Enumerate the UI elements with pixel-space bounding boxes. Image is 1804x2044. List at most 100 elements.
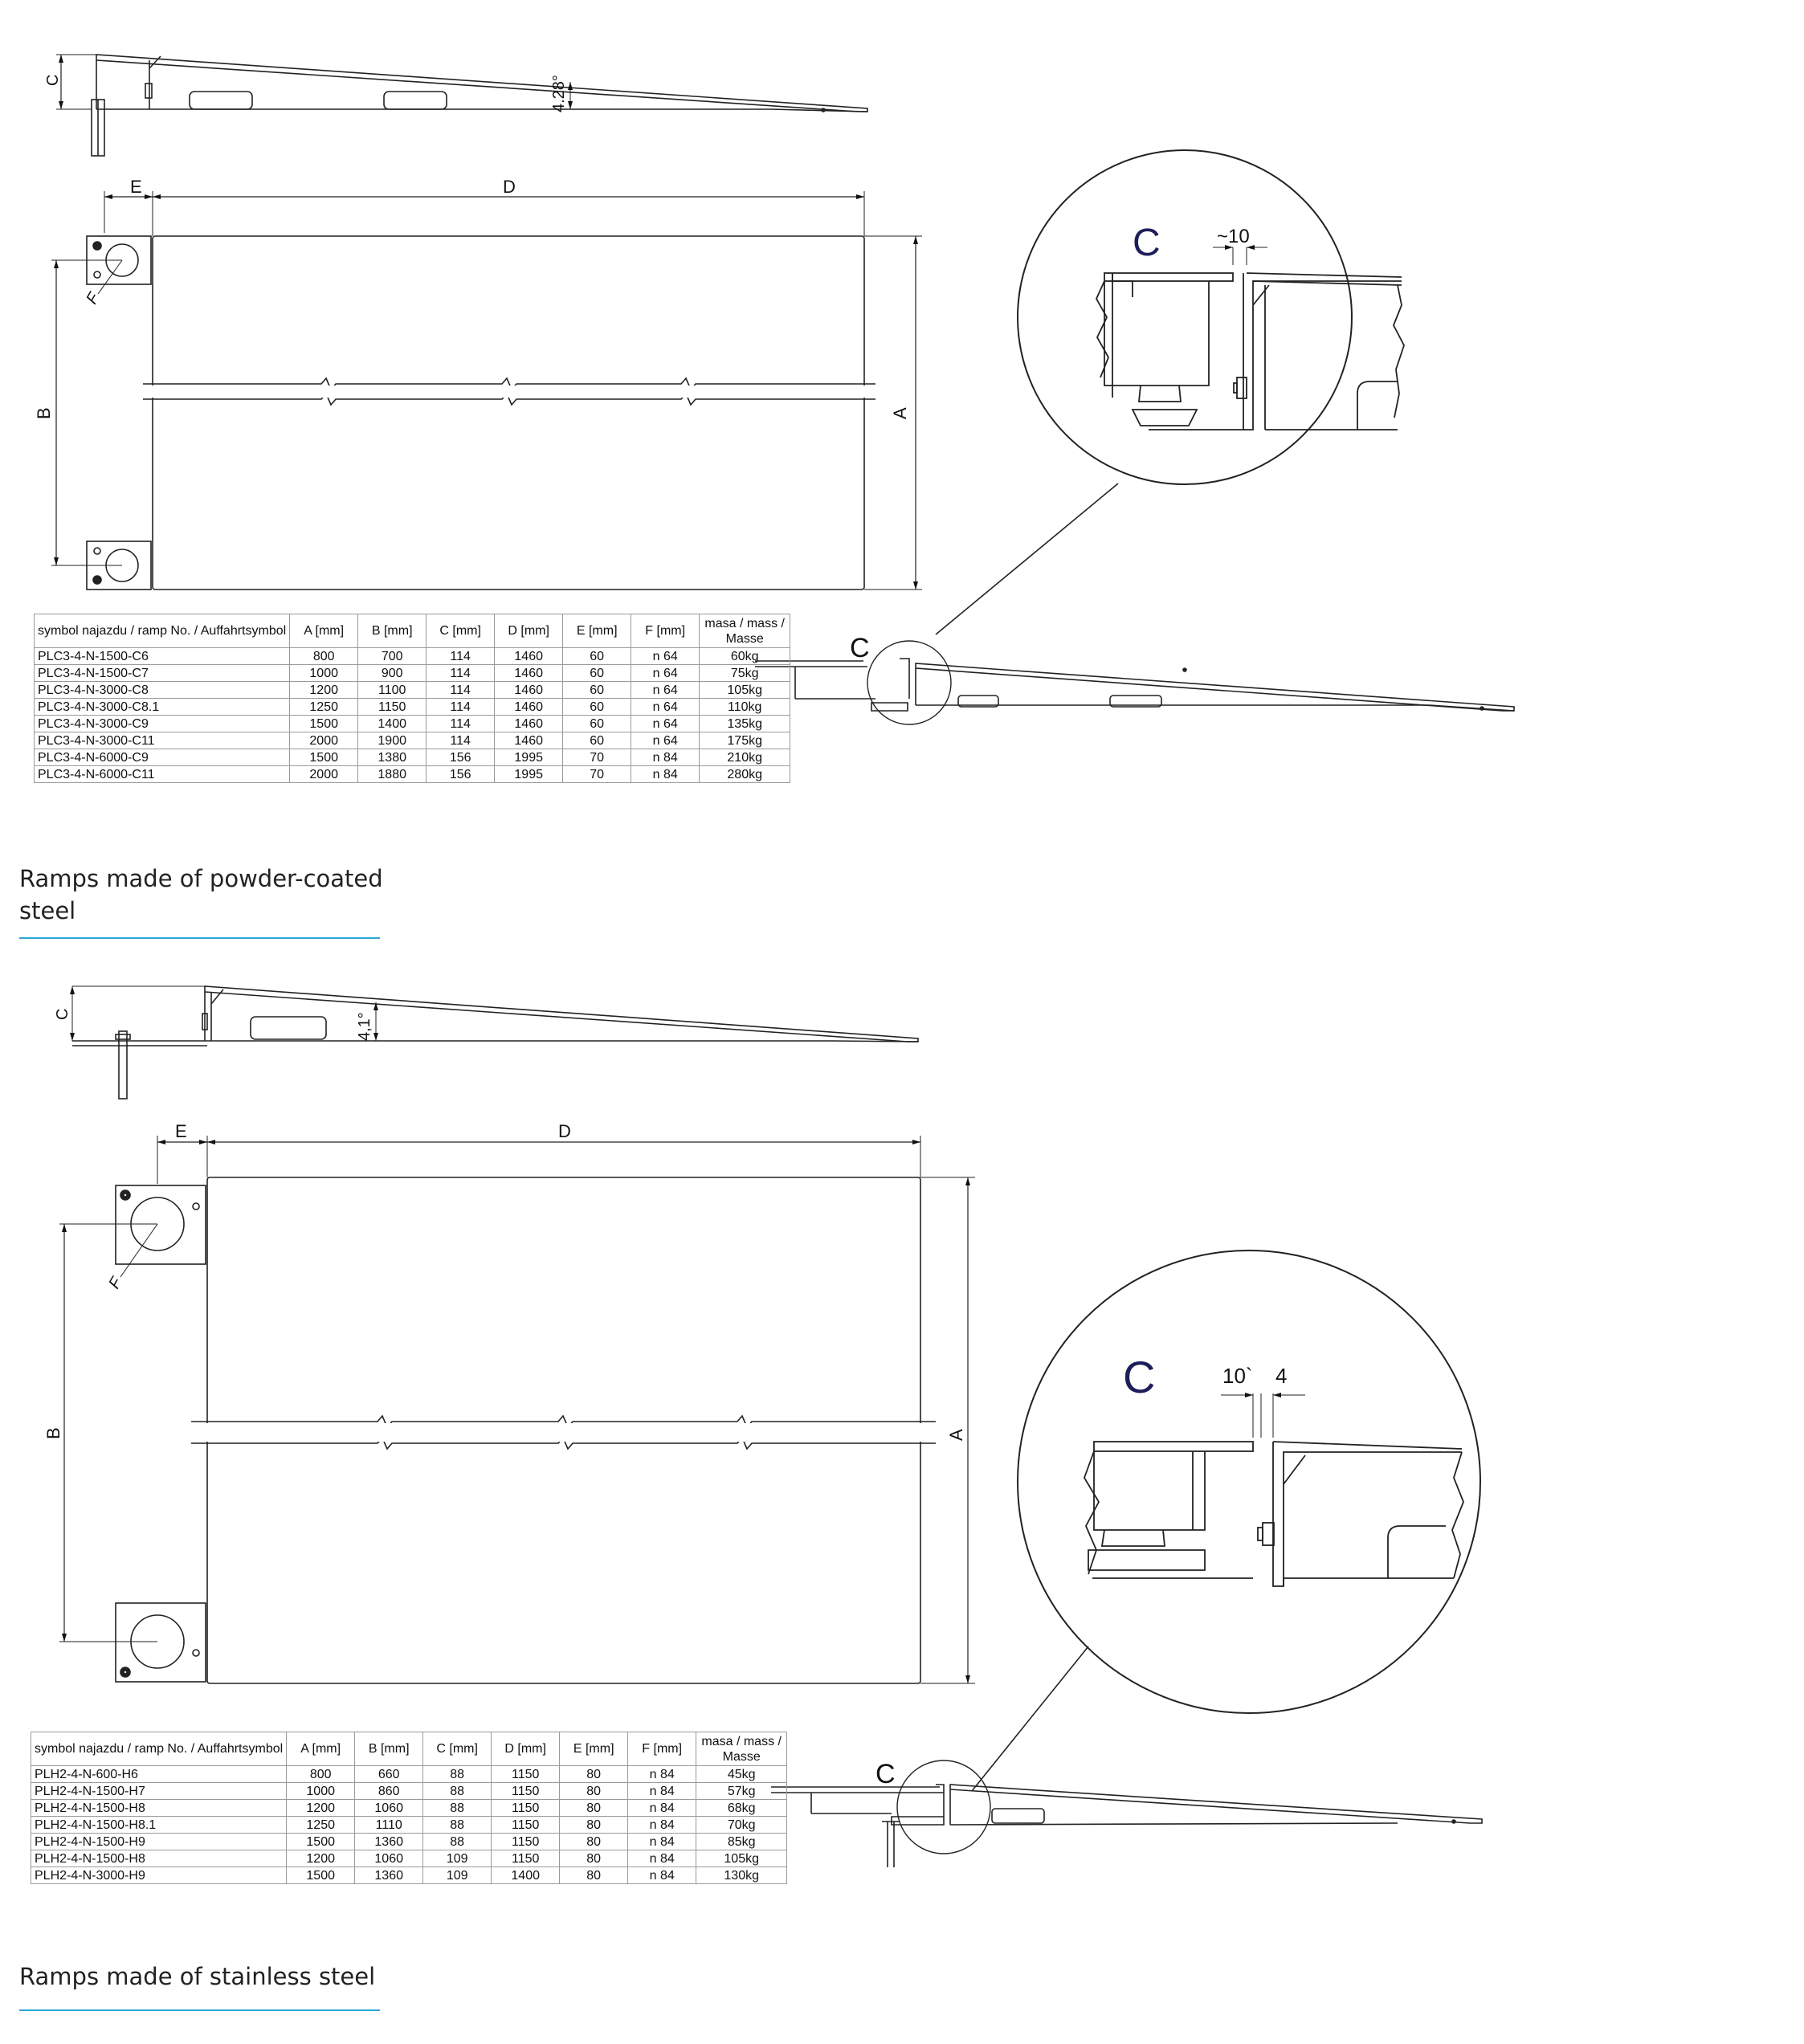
table-cell: 860	[354, 1782, 424, 1800]
table-cell: 114	[426, 681, 496, 699]
table-cell: 1250	[286, 1816, 356, 1834]
s2-dim-a-label: A	[946, 1429, 966, 1441]
table-cell: 175kg	[699, 732, 791, 749]
s1-dim-b-label: B	[34, 407, 54, 419]
ramp-symbol-cell: PLC3-4-N-6000-C9	[33, 749, 291, 766]
table-cell: 1460	[494, 681, 564, 699]
s1-dim-e-label: E	[130, 177, 142, 197]
table-cell: 60	[562, 698, 632, 716]
table-cell: 114	[426, 647, 496, 665]
table-header-cell: masa / mass / Masse	[696, 1732, 788, 1766]
s2-detail-letter: C	[1123, 1352, 1155, 1402]
table-cell: 45kg	[696, 1765, 788, 1783]
table-cell: n 84	[627, 1867, 697, 1884]
table-header-cell: F [mm]	[631, 614, 700, 648]
s2-dim-b-label: B	[43, 1427, 63, 1439]
table-cell: 1460	[494, 732, 564, 749]
table-cell: n 64	[631, 681, 700, 699]
table-cell: 80	[559, 1816, 629, 1834]
table-cell: n 64	[631, 698, 700, 716]
s1-top-view	[51, 191, 922, 590]
ramp-symbol-cell: PLH2-4-N-1500-H7	[30, 1782, 288, 1800]
table-cell: 1060	[354, 1850, 424, 1867]
s1-dim-f-label: F	[83, 288, 104, 307]
s2-caption: Ramps made of stainless steel	[19, 1963, 376, 1990]
s2-installed-view	[771, 1760, 1483, 1867]
table-cell: 1150	[357, 698, 427, 716]
ramp-symbol-cell: PLH2-4-N-1500-H8.1	[30, 1816, 288, 1834]
table-cell: 1500	[289, 749, 359, 766]
s2-dim-f-label: F	[105, 1273, 126, 1291]
s2-top-view	[59, 1136, 975, 1684]
table-cell: 800	[289, 647, 359, 665]
table-header-cell: D [mm]	[494, 614, 564, 648]
table-cell: n 64	[631, 664, 700, 682]
table-cell: 110kg	[699, 698, 791, 716]
table-cell: 1995	[494, 749, 564, 766]
table-cell: 135kg	[699, 715, 791, 732]
table-cell: 1400	[357, 715, 427, 732]
table-cell: 68kg	[696, 1799, 788, 1817]
table-cell: 1460	[494, 647, 564, 665]
table-cell: 1360	[354, 1867, 424, 1884]
table-header-cell: E [mm]	[559, 1732, 629, 1766]
ramp-symbol-cell: PLC3-4-N-6000-C11	[33, 765, 291, 783]
table-cell: 1880	[357, 765, 427, 783]
s2-angle-label: 4,1°	[356, 1012, 373, 1041]
table-cell: 60	[562, 681, 632, 699]
ramp-symbol-cell: PLH2-4-N-3000-H9	[30, 1867, 288, 1884]
ramp-symbol-cell: PLH2-4-N-1500-H8	[30, 1850, 288, 1867]
s2-detail-gap-b: 4	[1275, 1364, 1287, 1388]
s1-side-view	[56, 54, 868, 157]
table-cell: 85kg	[696, 1833, 788, 1850]
table-cell: 88	[422, 1833, 492, 1850]
table-cell: 1150	[491, 1833, 561, 1850]
table-cell: 60kg	[699, 647, 791, 665]
ramp-symbol-cell: PLC3-4-N-1500-C6	[33, 647, 291, 665]
table-cell: 1460	[494, 715, 564, 732]
ramp-symbol-cell: PLC3-4-N-3000-C8.1	[33, 698, 291, 716]
s2-dim-c-label: C	[54, 1009, 71, 1020]
ramp-symbol-cell: PLH2-4-N-1500-H9	[30, 1833, 288, 1850]
s2-detail-view	[971, 1250, 1481, 1792]
s2-dim-d-label: D	[558, 1121, 571, 1141]
table-cell: 1900	[357, 732, 427, 749]
table-cell: 1500	[286, 1867, 356, 1884]
s1-detail-view	[935, 149, 1405, 635]
table-cell: 1100	[357, 681, 427, 699]
table-cell: 70	[562, 765, 632, 783]
table-cell: 105kg	[699, 681, 791, 699]
table-cell: 2000	[289, 732, 359, 749]
table-cell: 1995	[494, 765, 564, 783]
s2-caption-underline	[19, 2009, 380, 2011]
ramp-symbol-cell: PLC3-4-N-3000-C11	[33, 732, 291, 749]
table-cell: n 64	[631, 715, 700, 732]
table-cell: 280kg	[699, 765, 791, 783]
table-cell: n 64	[631, 647, 700, 665]
table-cell: 156	[426, 749, 496, 766]
s2-detail-gap-a: 10`	[1222, 1364, 1253, 1388]
table-cell: 60	[562, 647, 632, 665]
table-cell: 80	[559, 1782, 629, 1800]
table-cell: 210kg	[699, 749, 791, 766]
table-cell: 1460	[494, 698, 564, 716]
ramp-symbol-cell: PLC3-4-N-3000-C9	[33, 715, 291, 732]
table-cell: 156	[426, 765, 496, 783]
table-header-cell: B [mm]	[354, 1732, 424, 1766]
table-cell: n 84	[627, 1833, 697, 1850]
table-cell: 1360	[354, 1833, 424, 1850]
table-cell: 1150	[491, 1765, 561, 1783]
